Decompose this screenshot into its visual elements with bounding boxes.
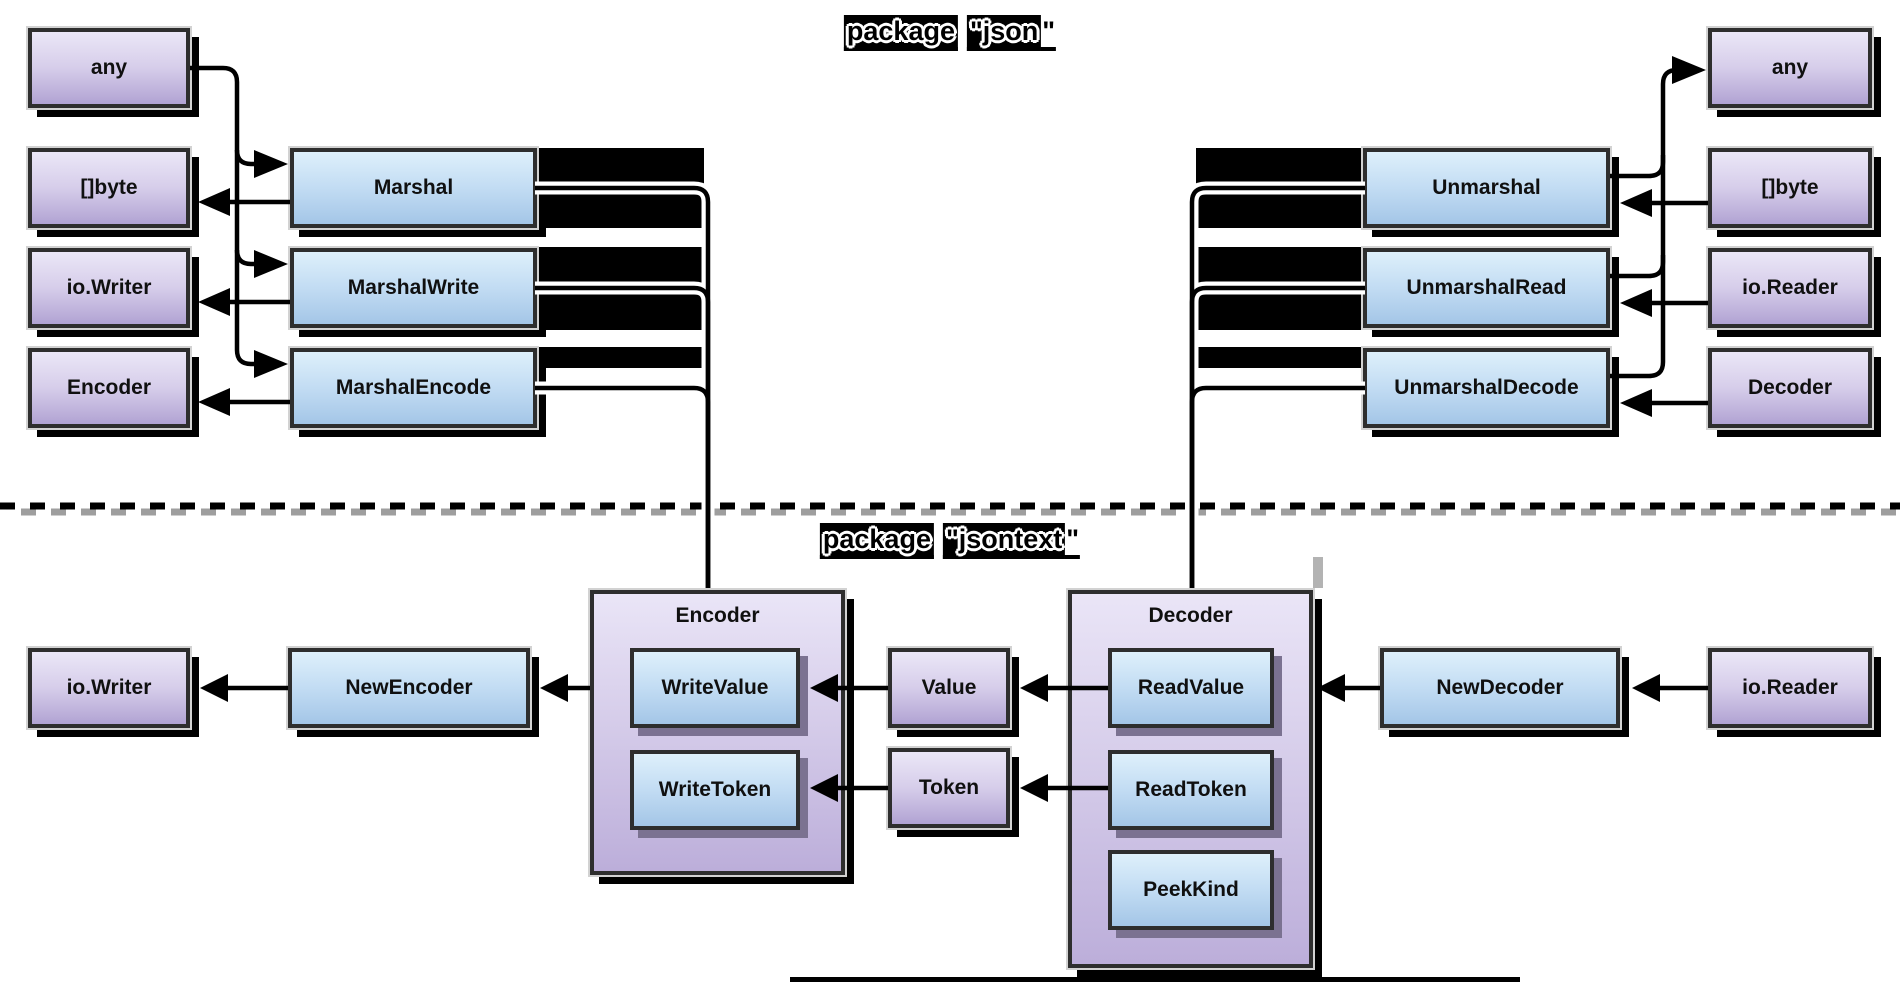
- arrowhead: [254, 250, 288, 278]
- box-writetoken: WriteToken: [630, 750, 800, 830]
- box-label: Token: [918, 776, 980, 799]
- redaction-slab: [533, 347, 704, 368]
- package-keyword: package: [843, 15, 958, 51]
- container-decoder: Decoder ReadValue ReadToken PeekKind: [1066, 588, 1315, 970]
- arrowhead: [1620, 189, 1652, 217]
- edge-any-to-marshal: [234, 149, 254, 167]
- box-label: []byte: [80, 176, 138, 199]
- box-value: Value: [886, 646, 1012, 730]
- box-label: WriteValue: [661, 676, 769, 699]
- arrowhead: [200, 674, 228, 702]
- redaction-slab: [533, 148, 704, 228]
- package-keyword: package: [819, 523, 934, 559]
- arrowhead: [254, 350, 288, 378]
- box-label: UnmarshalRead: [1406, 276, 1567, 299]
- box-encoder-type: Encoder: [26, 346, 192, 430]
- package-json-name: "json: [966, 15, 1042, 51]
- edge-unmarshalread-out: [1610, 255, 1666, 279]
- bottom-rule: [790, 977, 1520, 982]
- box-label: PeekKind: [1143, 878, 1239, 901]
- box-newencoder: NewEncoder: [286, 646, 532, 730]
- package-jsontext-title[interactable]: package"jsontext": [819, 523, 1081, 559]
- arrowhead: [1620, 389, 1652, 417]
- box-label: any: [1771, 56, 1809, 79]
- arrowhead: [254, 150, 288, 178]
- package-json-title[interactable]: package"json": [843, 15, 1057, 51]
- box-label: UnmarshalDecode: [1394, 376, 1579, 399]
- edge-marshalencode-to-encoder: [535, 385, 711, 588]
- redaction-slab: [1196, 148, 1367, 228]
- box-bytes-right: []byte: [1706, 146, 1874, 230]
- box-iowriter-left: io.Writer: [26, 246, 192, 330]
- box-label: Decoder: [1747, 376, 1833, 399]
- arrowhead: [1632, 674, 1660, 702]
- box-label: any: [90, 56, 128, 79]
- box-readtoken: ReadToken: [1108, 750, 1274, 830]
- edge-unmarshal-trunk: [1610, 67, 1680, 379]
- box-label: io.Reader: [1742, 276, 1838, 299]
- edge-any-to-marshalwrite: [234, 249, 254, 267]
- gray-artifact-bar: [1313, 557, 1323, 588]
- box-unmarshalread: UnmarshalRead: [1361, 246, 1612, 330]
- redaction-slab: [533, 247, 704, 330]
- box-label: Unmarshal: [1432, 176, 1541, 199]
- box-label: io.Writer: [66, 676, 152, 699]
- box-bytes-left: []byte: [26, 146, 192, 230]
- box-label: NewDecoder: [1436, 676, 1564, 699]
- box-decoder-type: Decoder: [1706, 346, 1874, 430]
- package-jsontext-endquote: ": [1065, 523, 1081, 559]
- edge-unmarshaldecode-to-decoder: [1189, 385, 1365, 588]
- box-unmarshaldecode: UnmarshalDecode: [1361, 346, 1612, 430]
- box-token: Token: [886, 746, 1012, 830]
- arrowhead: [1672, 56, 1706, 84]
- edge-any-trunk: [190, 65, 254, 367]
- box-marshalencode: MarshalEncode: [288, 346, 539, 430]
- box-peekkind: PeekKind: [1108, 850, 1274, 930]
- box-marshal: Marshal: [288, 146, 539, 230]
- arrowhead: [1620, 289, 1652, 317]
- box-label: Marshal: [373, 176, 454, 199]
- box-label: ReadToken: [1135, 778, 1247, 801]
- arrowhead: [198, 288, 230, 316]
- arrowhead: [198, 388, 230, 416]
- box-label: MarshalEncode: [335, 376, 492, 399]
- box-label: Value: [921, 676, 977, 699]
- box-iowriter-bottom: io.Writer: [26, 646, 192, 730]
- box-any-left: any: [26, 26, 192, 110]
- container-title: Encoder: [675, 604, 760, 627]
- arrowhead: [540, 674, 568, 702]
- box-ioreader-right: io.Reader: [1706, 246, 1874, 330]
- box-label: Encoder: [66, 376, 152, 399]
- box-ioreader-bottom: io.Reader: [1706, 646, 1874, 730]
- box-label: io.Reader: [1742, 676, 1838, 699]
- edge-unmarshal-out: [1610, 155, 1666, 179]
- container-title: Decoder: [1148, 604, 1233, 627]
- package-json-endquote: ": [1041, 15, 1057, 51]
- arrowhead: [1020, 774, 1048, 802]
- box-writevalue: WriteValue: [630, 648, 800, 728]
- box-label: ReadValue: [1137, 676, 1245, 699]
- box-label: []byte: [1761, 176, 1819, 199]
- box-label: io.Writer: [66, 276, 152, 299]
- box-label: WriteToken: [658, 778, 772, 801]
- arrowhead: [1317, 674, 1345, 702]
- package-jsontext-name: "jsontext: [942, 523, 1066, 559]
- redaction-slab: [1196, 247, 1367, 330]
- edge-unmarshalread-to-decoder: [1189, 285, 1365, 588]
- box-newdecoder: NewDecoder: [1378, 646, 1622, 730]
- box-marshalwrite: MarshalWrite: [288, 246, 539, 330]
- edge-marshalwrite-to-encoder: [535, 285, 711, 588]
- arrowhead: [1020, 674, 1048, 702]
- box-label: MarshalWrite: [347, 276, 480, 299]
- box-any-right: any: [1706, 26, 1874, 110]
- arrowhead: [198, 188, 230, 216]
- container-encoder: Encoder WriteValue WriteToken: [588, 588, 847, 877]
- box-unmarshal: Unmarshal: [1361, 146, 1612, 230]
- box-label: NewEncoder: [345, 676, 473, 699]
- redaction-slab: [1196, 347, 1367, 368]
- box-readvalue: ReadValue: [1108, 648, 1274, 728]
